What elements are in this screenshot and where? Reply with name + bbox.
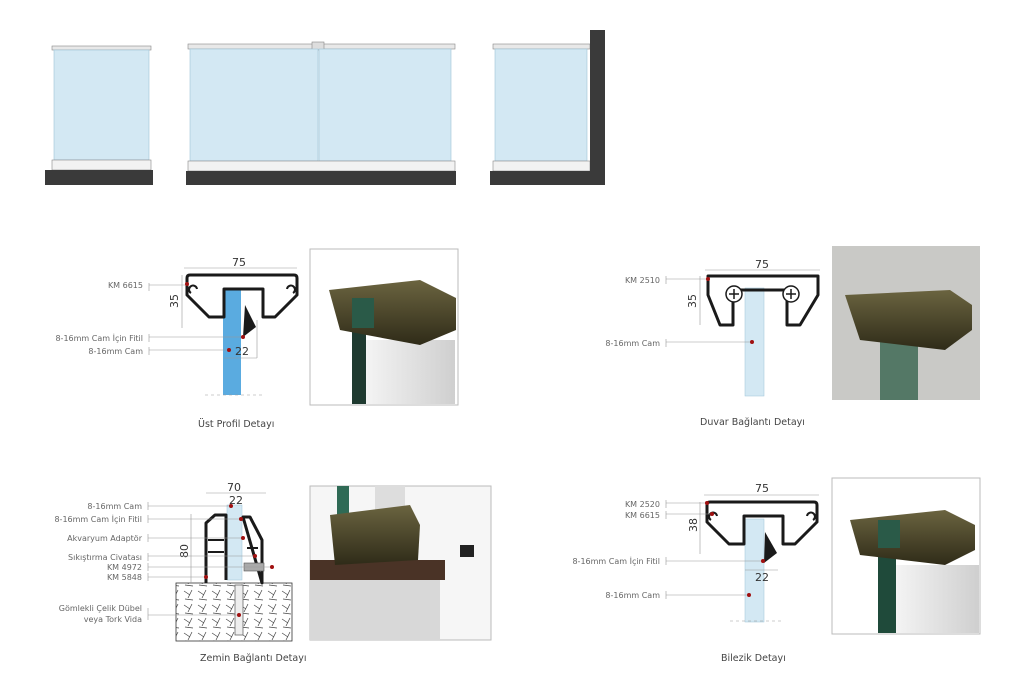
zemin-photo bbox=[309, 485, 492, 641]
svg-text:Sıkıştırma Civatası: Sıkıştırma Civatası bbox=[68, 553, 142, 562]
svg-text:8-16mm Cam İçin Fitil: 8-16mm Cam İçin Fitil bbox=[572, 556, 660, 566]
svg-text:38: 38 bbox=[687, 518, 700, 532]
duvar-detail: 75 35 KM 2510 8-16mm Cam Duvar Bağlantı … bbox=[605, 258, 820, 428]
ust-profil-detail: 75 35 22 KM 6615 8-16mm Cam İçin Fitil 8… bbox=[55, 256, 299, 430]
ust-profil-photo bbox=[309, 248, 459, 406]
svg-text:8-16mm Cam: 8-16mm Cam bbox=[87, 502, 142, 511]
bilezik-photo bbox=[831, 477, 981, 635]
svg-text:8-16mm Cam: 8-16mm Cam bbox=[88, 347, 143, 356]
svg-text:22: 22 bbox=[755, 571, 769, 584]
svg-text:70: 70 bbox=[227, 481, 241, 494]
duvar-photo bbox=[832, 246, 980, 400]
svg-text:Üst Profil Detayı: Üst Profil Detayı bbox=[198, 419, 274, 430]
svg-text:35: 35 bbox=[168, 294, 181, 308]
bilezik-detail: 75 38 22 KM 2520 KM 6615 8-16mm Cam İçin… bbox=[572, 482, 819, 664]
svg-text:75: 75 bbox=[232, 256, 246, 269]
svg-text:KM 5848: KM 5848 bbox=[107, 573, 142, 582]
svg-text:80: 80 bbox=[178, 544, 191, 558]
svg-text:KM 2520: KM 2520 bbox=[625, 500, 660, 509]
svg-text:Duvar Bağlantı Detayı: Duvar Bağlantı Detayı bbox=[700, 417, 805, 428]
elevation-middle bbox=[186, 41, 456, 185]
svg-text:22: 22 bbox=[235, 345, 249, 358]
svg-text:75: 75 bbox=[755, 482, 769, 495]
elevation-left bbox=[45, 45, 153, 185]
svg-text:8-16mm Cam İçin Fitil: 8-16mm Cam İçin Fitil bbox=[55, 333, 143, 343]
svg-text:22: 22 bbox=[229, 494, 243, 507]
svg-text:KM 6615: KM 6615 bbox=[625, 511, 660, 520]
svg-text:8-16mm Cam: 8-16mm Cam bbox=[605, 591, 660, 600]
svg-text:KM 4972: KM 4972 bbox=[107, 563, 142, 572]
svg-text:Gömlekli Çelik Dübel: Gömlekli Çelik Dübel bbox=[59, 604, 142, 613]
svg-text:Akvaryum Adaptör: Akvaryum Adaptör bbox=[67, 534, 143, 543]
zemin-detail: 70 22 80 8-16mm Cam 8-16mm Cam İçin Fiti… bbox=[54, 481, 306, 664]
svg-text:8-16mm Cam: 8-16mm Cam bbox=[605, 339, 660, 348]
svg-text:35: 35 bbox=[686, 294, 699, 308]
svg-text:Zemin Bağlantı Detayı: Zemin Bağlantı Detayı bbox=[200, 653, 307, 664]
svg-text:Bilezik Detayı: Bilezik Detayı bbox=[721, 653, 786, 664]
zemin-labels: 8-16mm Cam 8-16mm Cam İçin Fitil Akvaryu… bbox=[54, 502, 274, 624]
svg-text:8-16mm Cam İçin Fitil: 8-16mm Cam İçin Fitil bbox=[54, 514, 142, 524]
svg-text:KM 2510: KM 2510 bbox=[625, 276, 660, 285]
svg-text:veya Tork Vida: veya Tork Vida bbox=[84, 615, 142, 624]
svg-text:75: 75 bbox=[755, 258, 769, 271]
elevation-right-wall bbox=[490, 30, 605, 185]
svg-text:KM 6615: KM 6615 bbox=[108, 281, 143, 290]
